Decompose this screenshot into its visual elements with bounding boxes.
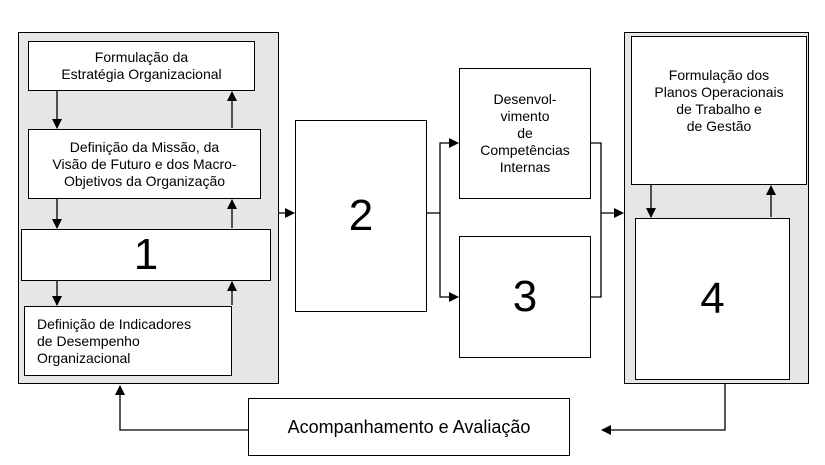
step-3-box: 3 — [459, 236, 591, 358]
join-competencies — [591, 142, 602, 298]
mission-box: Definição da Missão, da Visão de Futuro … — [28, 129, 261, 199]
step-2-box: 2 — [295, 120, 427, 312]
step-4-box: 4 — [635, 218, 790, 380]
arrow-right-panel-to-monitoring — [601, 384, 726, 435]
plans-box: Formulação dos Planos Operacionais de Tr… — [631, 36, 807, 185]
strategy-box: Formulação da Estratégia Organizacional — [28, 41, 255, 91]
indicators-box: Definição de Indicadores de Desempenho O… — [24, 306, 232, 376]
step-1-box: 1 — [21, 229, 271, 281]
monitoring-box: Acompanhamento e Avaliação — [248, 398, 570, 456]
arrow-2-to-competencies — [439, 138, 459, 213]
arrow-2-to-3 — [439, 213, 459, 302]
competencies-box: Desenvol- vimento de Competências Intern… — [459, 68, 591, 199]
arrow-monitoring-to-left-panel — [115, 385, 248, 431]
